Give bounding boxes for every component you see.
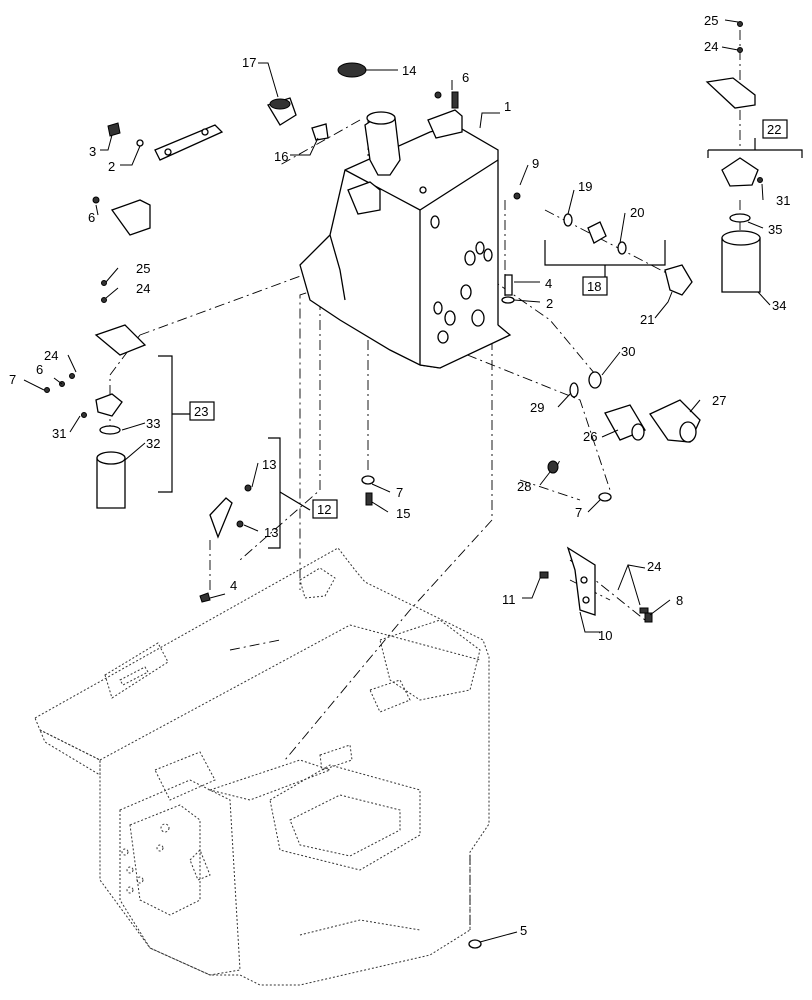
callout-13: 13 [262, 457, 276, 472]
callout-27: 27 [712, 393, 726, 408]
callout-22: 22 [767, 122, 781, 137]
callout-31: 31 [776, 193, 790, 208]
filter-bracket-right [705, 77, 756, 109]
callout-2: 2 [108, 159, 115, 174]
callout-7: 7 [396, 485, 403, 500]
callout-3: 3 [89, 144, 96, 159]
o-ring-30 [588, 371, 602, 389]
bolt-4 [504, 274, 513, 296]
o-ring-35 [729, 213, 751, 223]
washer-5 [468, 939, 482, 949]
callout-box-23: 23 [189, 401, 215, 421]
filler-cap [337, 62, 367, 78]
callout-33: 33 [146, 416, 160, 431]
angle-bracket [110, 199, 151, 236]
callout-17: 17 [242, 55, 256, 70]
callout-19: 19 [578, 179, 592, 194]
callout-box-12: 12 [312, 499, 338, 519]
callout-31: 31 [52, 426, 66, 441]
callout-5: 5 [520, 923, 527, 938]
filter-element-34 [721, 237, 761, 293]
hydraulic-tank [299, 109, 512, 369]
callout-12: 12 [317, 502, 331, 517]
o-ring-20 [617, 241, 627, 255]
callout-1: 1 [504, 99, 511, 114]
bolt-6 [451, 91, 459, 109]
chassis-frame [34, 547, 490, 986]
filter-element-32 [96, 457, 126, 509]
callout-8: 8 [676, 593, 683, 608]
callout-box-22: 22 [762, 119, 788, 139]
callout-20: 20 [630, 205, 644, 220]
washer-7 [598, 492, 612, 502]
callout-2: 2 [546, 296, 553, 311]
callout-35: 35 [768, 222, 782, 237]
callout-4: 4 [230, 578, 237, 593]
o-ring-29 [569, 382, 579, 398]
callout-24: 24 [44, 348, 58, 363]
callout-25: 25 [136, 261, 150, 276]
adapter-16 [311, 123, 329, 141]
fitting-18 [587, 221, 607, 244]
plug-9 [513, 192, 521, 200]
callout-28: 28 [517, 479, 531, 494]
plug-28 [547, 460, 559, 474]
callout-18: 18 [587, 279, 601, 294]
callout-10: 10 [598, 628, 612, 643]
callout-29: 29 [530, 400, 544, 415]
group-brackets [158, 138, 803, 549]
bolt-3 [107, 122, 121, 137]
callout-32: 32 [146, 436, 160, 451]
elbow-21 [664, 264, 693, 296]
callout-box-18: 18 [582, 276, 608, 296]
callout-24: 24 [704, 39, 718, 54]
callout-21: 21 [640, 312, 654, 327]
callout-16: 16 [274, 149, 288, 164]
o-ring-19 [563, 213, 573, 227]
callout-6: 6 [88, 210, 95, 225]
callout-9: 9 [532, 156, 539, 171]
leader-lines [23, 19, 771, 943]
callout-7: 7 [9, 372, 16, 387]
mounting-bracket [154, 124, 224, 161]
callout-7: 7 [575, 505, 582, 520]
filter-head-left [95, 393, 123, 417]
callout-24: 24 [647, 559, 661, 574]
callout-24: 24 [136, 281, 150, 296]
callout-13: 13 [264, 525, 278, 540]
callout-4: 4 [545, 276, 552, 291]
callout-15: 15 [396, 506, 410, 521]
hardware-parts [44, 21, 763, 949]
callout-6: 6 [36, 362, 43, 377]
callout-25: 25 [704, 13, 718, 28]
o-ring-33 [99, 425, 121, 435]
callout-11: 11 [502, 592, 516, 607]
callout-6: 6 [462, 70, 469, 85]
callout-14: 14 [402, 63, 416, 78]
callout-26: 26 [583, 429, 597, 444]
callout-34: 34 [772, 298, 786, 313]
callout-23: 23 [194, 404, 208, 419]
filter-head-right [721, 157, 759, 187]
callout-labels: 1 2 2 3 4 4 5 6 6 6 7 7 7 8 9 10 11 12 1… [9, 13, 790, 938]
filter-bracket-left [94, 324, 147, 356]
sight-gauge [209, 497, 233, 539]
callout-30: 30 [621, 344, 635, 359]
